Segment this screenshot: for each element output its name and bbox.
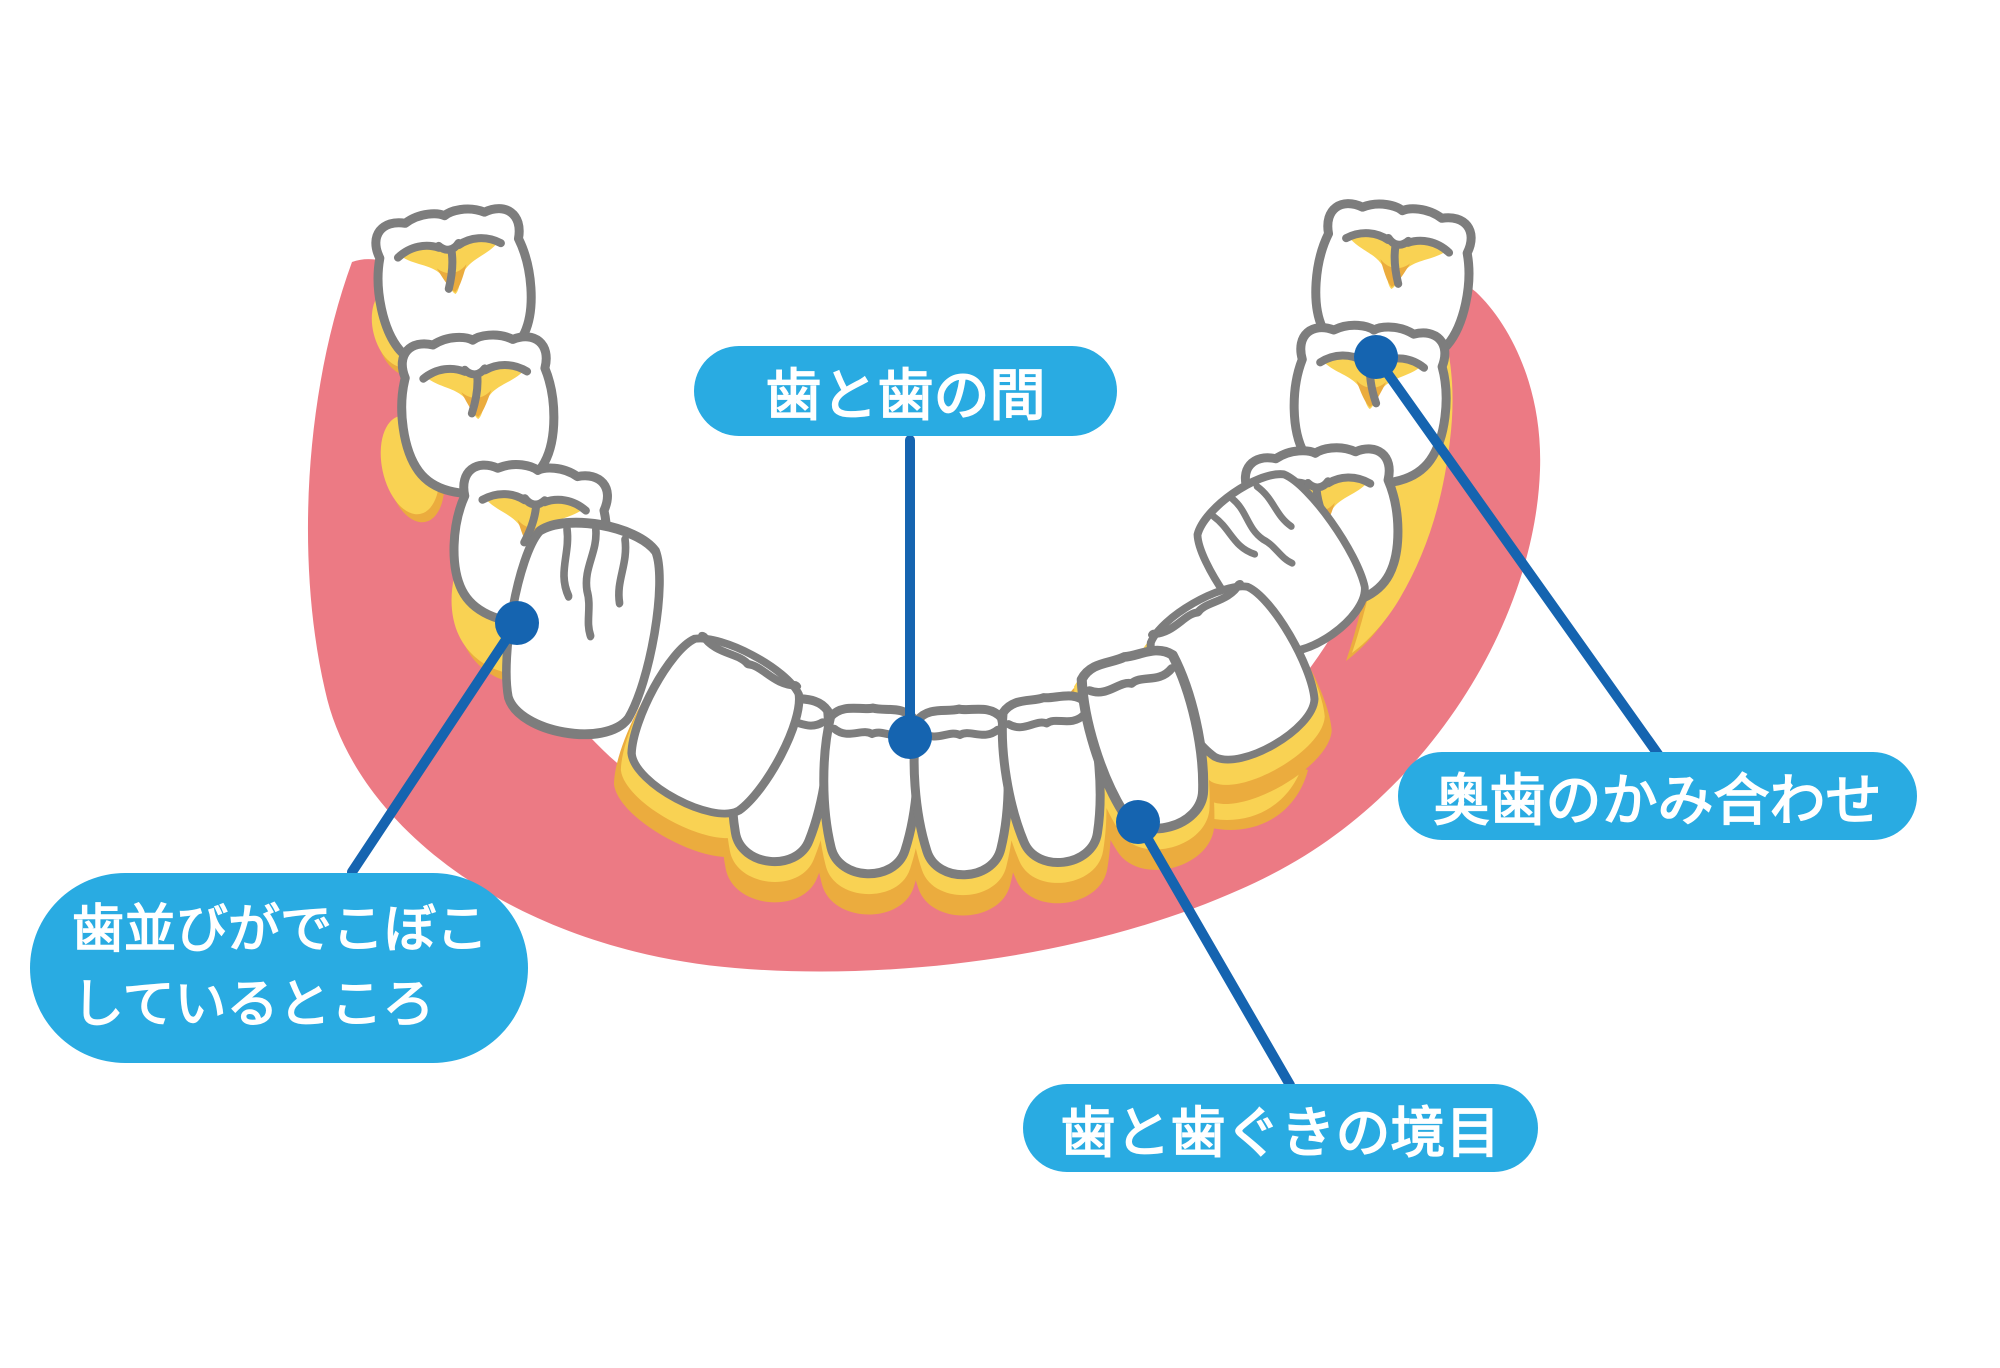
callout-gumline-label: 歯と歯ぐきの境目 [1060, 1102, 1501, 1164]
leader-crooked [347, 601, 539, 877]
callout-crooked: 歯並びがでこぼこ しているところ [30, 873, 528, 1063]
leader-dot-molar-bite [1354, 335, 1398, 379]
callout-crooked-label-line2: しているところ [72, 976, 435, 1034]
leader-molar-bite [1354, 335, 1665, 762]
callout-between-teeth: 歯と歯の間 [694, 346, 1117, 436]
leader-dot-between-teeth [888, 715, 932, 759]
leader-gumline [1116, 800, 1295, 1090]
callout-crooked-label-line1: 歯並びがでこぼこ [72, 900, 489, 959]
callout-between-teeth-label: 歯と歯の間 [765, 363, 1046, 427]
leader-dot-crooked [495, 601, 539, 645]
leader-between-teeth [888, 435, 932, 759]
callout-molar-bite-label: 奥歯のかみ合わせ [1433, 768, 1882, 832]
callout-molar-bite: 奥歯のかみ合わせ [1398, 752, 1917, 840]
leader-dot-gumline [1116, 800, 1160, 844]
callout-gumline: 歯と歯ぐきの境目 [1023, 1084, 1538, 1172]
